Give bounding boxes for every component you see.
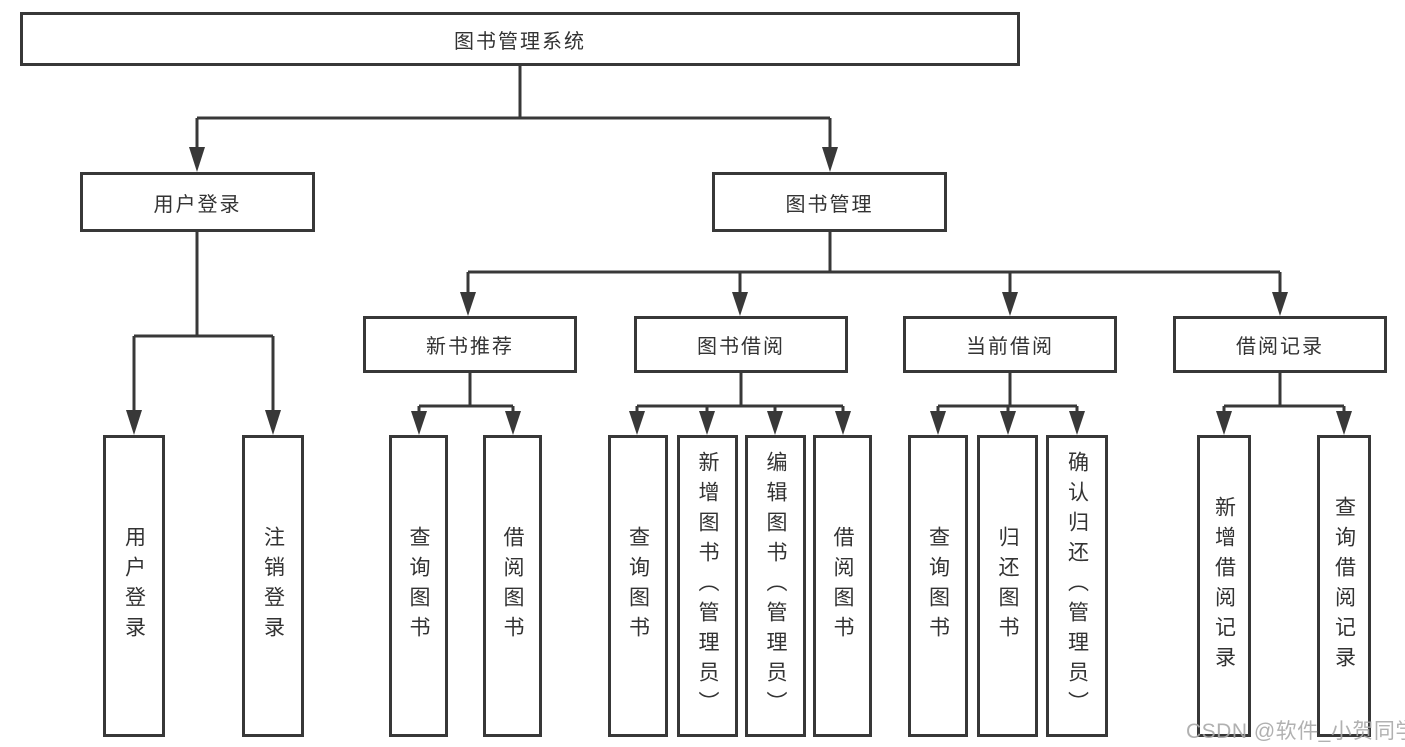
- node-label: 图书管理: [785, 193, 874, 216]
- node-root-system: 图书管理系统: [20, 12, 1020, 66]
- node-borrow-records: 借阅记录: [1173, 316, 1387, 373]
- node-label: 图书借阅: [697, 336, 785, 358]
- leaf-current-query-books: 查询图书: [908, 435, 968, 737]
- leaf-edit-books-admin: 编辑图书（管理员）: [745, 435, 806, 737]
- leaf-user-login: 用户登录: [103, 435, 165, 737]
- csdn-watermark: CSDN @软件_小贺同学: [1186, 720, 1405, 743]
- leaf-label: 新增图书（管理员）: [696, 451, 719, 721]
- leaf-label: 用户登录: [122, 526, 146, 646]
- node-new-book-recommend: 新书推荐: [363, 316, 577, 373]
- leaf-borrow-query-books: 查询图书: [608, 435, 668, 737]
- leaf-recommend-query-books: 查询图书: [389, 435, 448, 737]
- node-current-borrow: 当前借阅: [903, 316, 1117, 373]
- leaf-label: 查询图书: [626, 526, 650, 646]
- leaf-label: 确认归还（管理员）: [1065, 451, 1089, 721]
- leaf-label: 借阅图书: [501, 526, 524, 646]
- leaf-logout: 注销登录: [242, 435, 304, 737]
- leaf-label: 查询借阅记录: [1332, 496, 1356, 676]
- leaf-add-books-admin: 新增图书（管理员）: [677, 435, 738, 737]
- leaf-label: 新增借阅记录: [1212, 496, 1236, 676]
- leaf-label: 注销登录: [261, 526, 285, 646]
- node-root-label: 图书管理系统: [454, 30, 586, 53]
- leaf-label: 编辑图书（管理员）: [764, 451, 787, 721]
- node-book-management-module: 图书管理: [712, 172, 947, 232]
- node-user-login-module: 用户登录: [80, 172, 315, 232]
- leaf-recommend-borrow-books: 借阅图书: [483, 435, 542, 737]
- node-label: 当前借阅: [966, 336, 1054, 358]
- leaf-confirm-return-admin: 确认归还（管理员）: [1046, 435, 1108, 737]
- leaf-label: 查询图书: [926, 526, 950, 646]
- node-label: 新书推荐: [426, 336, 514, 358]
- leaf-label: 归还图书: [996, 526, 1019, 646]
- leaf-query-borrow-record: 查询借阅记录: [1317, 435, 1371, 737]
- node-label: 用户登录: [153, 193, 242, 216]
- leaf-label: 借阅图书: [831, 526, 854, 646]
- leaf-add-borrow-record: 新增借阅记录: [1197, 435, 1251, 737]
- leaf-label: 查询图书: [407, 526, 430, 646]
- leaf-borrow-books: 借阅图书: [813, 435, 872, 737]
- leaf-return-books: 归还图书: [977, 435, 1038, 737]
- node-label: 借阅记录: [1236, 336, 1324, 358]
- node-book-borrow: 图书借阅: [634, 316, 848, 373]
